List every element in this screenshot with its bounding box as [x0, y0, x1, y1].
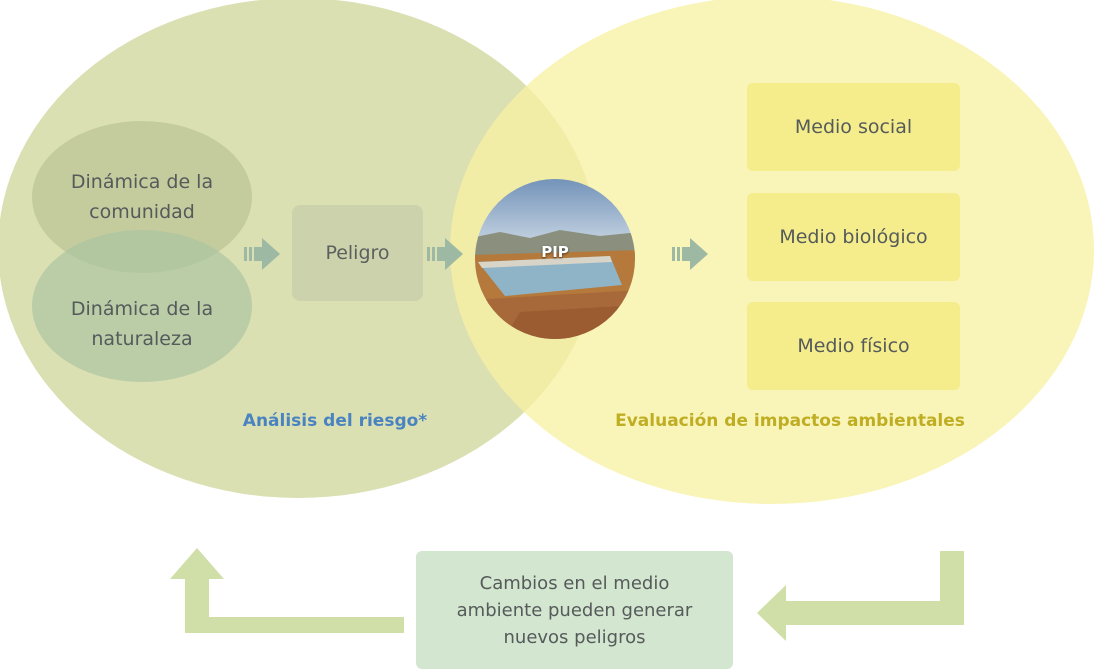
nature-ellipse [32, 230, 252, 382]
peligro-box: Peligro [292, 205, 423, 301]
feedback-text: Cambios en el medio ambiente pueden gene… [456, 572, 693, 648]
feedback-box: Cambios en el medio ambiente pueden gene… [416, 551, 733, 669]
medio-biologico-box: Medio biológico [747, 193, 960, 281]
feedback-arrow-right [757, 551, 964, 641]
medio-biologico-label: Medio biológico [779, 226, 928, 248]
medio-social-box: Medio social [747, 83, 960, 171]
arrow-to-medios [672, 238, 708, 270]
pip-photo [475, 179, 635, 339]
medio-fisico-box: Medio físico [747, 302, 960, 390]
nature-label: Dinámica de la naturaleza [70, 298, 214, 350]
medio-fisico-label: Medio físico [797, 335, 910, 357]
pip-label: PIP [541, 243, 569, 261]
community-ellipse [32, 121, 252, 273]
arrow-to-pip [427, 238, 463, 270]
community-label: Dinámica de la comunidad [70, 171, 214, 223]
feedback-arrow-left [170, 548, 404, 633]
arrow-to-peligro [244, 238, 280, 270]
medio-social-label: Medio social [794, 116, 913, 138]
peligro-label: Peligro [325, 242, 390, 264]
risk-analysis-title: Análisis del riesgo* [242, 411, 428, 431]
eia-title: Evaluación de impactos ambientales [615, 411, 965, 431]
